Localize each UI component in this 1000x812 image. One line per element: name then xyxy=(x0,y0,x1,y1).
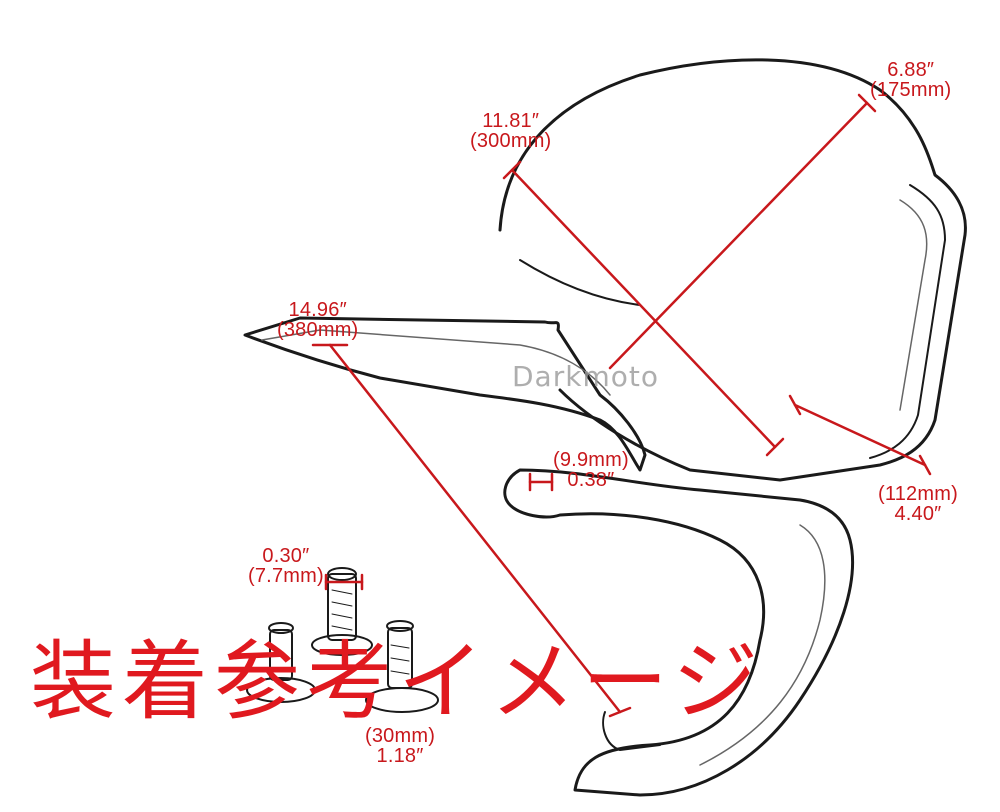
windscreen-rim xyxy=(869,184,946,459)
dim-bolt-dia-label: 0.30″ (7.7mm) xyxy=(248,546,324,586)
dim-bolt-dia-mm: (7.7mm) xyxy=(248,565,324,587)
dim-bracket-mm: (380mm) xyxy=(277,319,359,341)
dim-bolt-length-label: (30mm) 1.18″ xyxy=(365,726,435,766)
dim-height-label: 11.81″ (300mm) xyxy=(470,111,551,151)
dim-line-height xyxy=(510,168,777,449)
dim-line-depth xyxy=(793,403,927,467)
dim-depth-inch: 4.40″ xyxy=(894,503,942,525)
bracket-arm xyxy=(243,316,647,472)
windscreen-outline xyxy=(498,58,967,482)
dim-depth-mm: (112mm) xyxy=(878,483,958,505)
dim-width-top-label: 6.88″ (175mm) xyxy=(870,60,951,100)
installation-reference-caption: 装着参考イメージ xyxy=(30,632,765,732)
dim-bracket-label: 14.96″ (380mm) xyxy=(277,300,358,340)
dim-line-bracket xyxy=(328,343,622,714)
windscreen-inner xyxy=(899,199,928,411)
dim-bracket-inch: 14.96″ xyxy=(288,299,347,321)
dim-height-inch: 11.81″ xyxy=(482,110,540,132)
dim-line-width xyxy=(608,101,869,370)
dim-gap-mm: (9.9mm) xyxy=(553,449,629,471)
dim-width-top-inch: 6.88″ xyxy=(887,59,935,81)
dim-bolt-dia-inch: 0.30″ xyxy=(262,545,310,567)
dim-width-top-mm: (175mm) xyxy=(870,79,952,101)
bolts xyxy=(246,567,439,713)
dim-height-mm: (300mm) xyxy=(470,130,552,152)
dim-bolt-length-inch: 1.18″ xyxy=(376,745,424,767)
dim-gap-label: (9.9mm) 0.38″ xyxy=(553,450,629,490)
dim-gap-inch: 0.38″ xyxy=(567,469,615,491)
lower-tab xyxy=(602,711,661,751)
watermark: Darkmoto xyxy=(512,360,659,393)
dim-depth-label: (112mm) 4.40″ xyxy=(878,484,958,524)
dim-bolt-length-mm: (30mm) xyxy=(365,725,436,747)
lower-mount xyxy=(503,468,854,797)
